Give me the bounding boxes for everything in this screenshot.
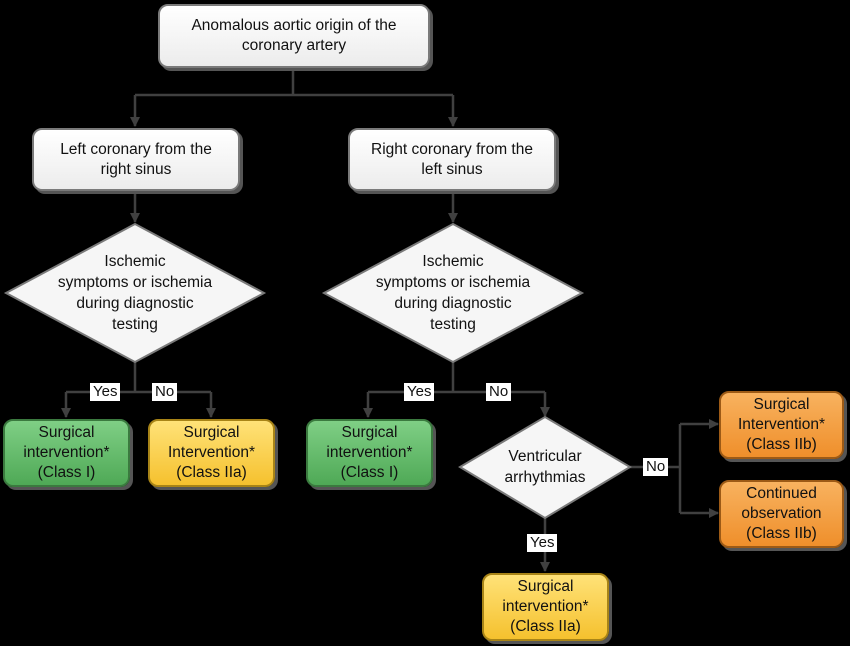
label-left-no: No <box>152 383 178 401</box>
label-left-yes: Yes <box>90 383 121 401</box>
node-ventricular-text: Ventricular arrhythmias <box>504 448 586 486</box>
node-surgical-class1-left: Surgical intervention* (Class I) <box>3 419 130 487</box>
node-surgical-class1-right: Surgical intervention* (Class I) <box>306 419 433 487</box>
label-va-no: No <box>643 458 669 476</box>
node-surgical-class2b: Surgical Intervention* (Class IIb) <box>719 391 844 459</box>
label-va-yes: Yes <box>527 534 558 552</box>
node-right-coronary: Right coronary from the left sinus <box>348 128 556 191</box>
node-surgical-class2a-left: Surgical Intervention* (Class IIa) <box>148 419 275 487</box>
label-right-no: No <box>486 383 512 401</box>
node-continued-observation: Continued observation (Class IIb) <box>719 480 844 548</box>
diamond-ischemia-right <box>321 222 585 364</box>
node-ischemia-right-text: Ischemic symptoms or ischemia during dia… <box>375 253 531 333</box>
node-surgical-class2a-bottom: Surgical intervention* (Class IIa) <box>482 573 609 641</box>
node-ischemia-left-text: Ischemic symptoms or ischemia during dia… <box>57 253 213 333</box>
node-left-coronary: Left coronary from the right sinus <box>32 128 240 191</box>
label-right-yes: Yes <box>404 383 435 401</box>
node-root: Anomalous aortic origin of the coronary … <box>158 4 430 68</box>
diamond-ischemia-left <box>3 222 267 364</box>
diamond-ventricular <box>458 415 632 520</box>
